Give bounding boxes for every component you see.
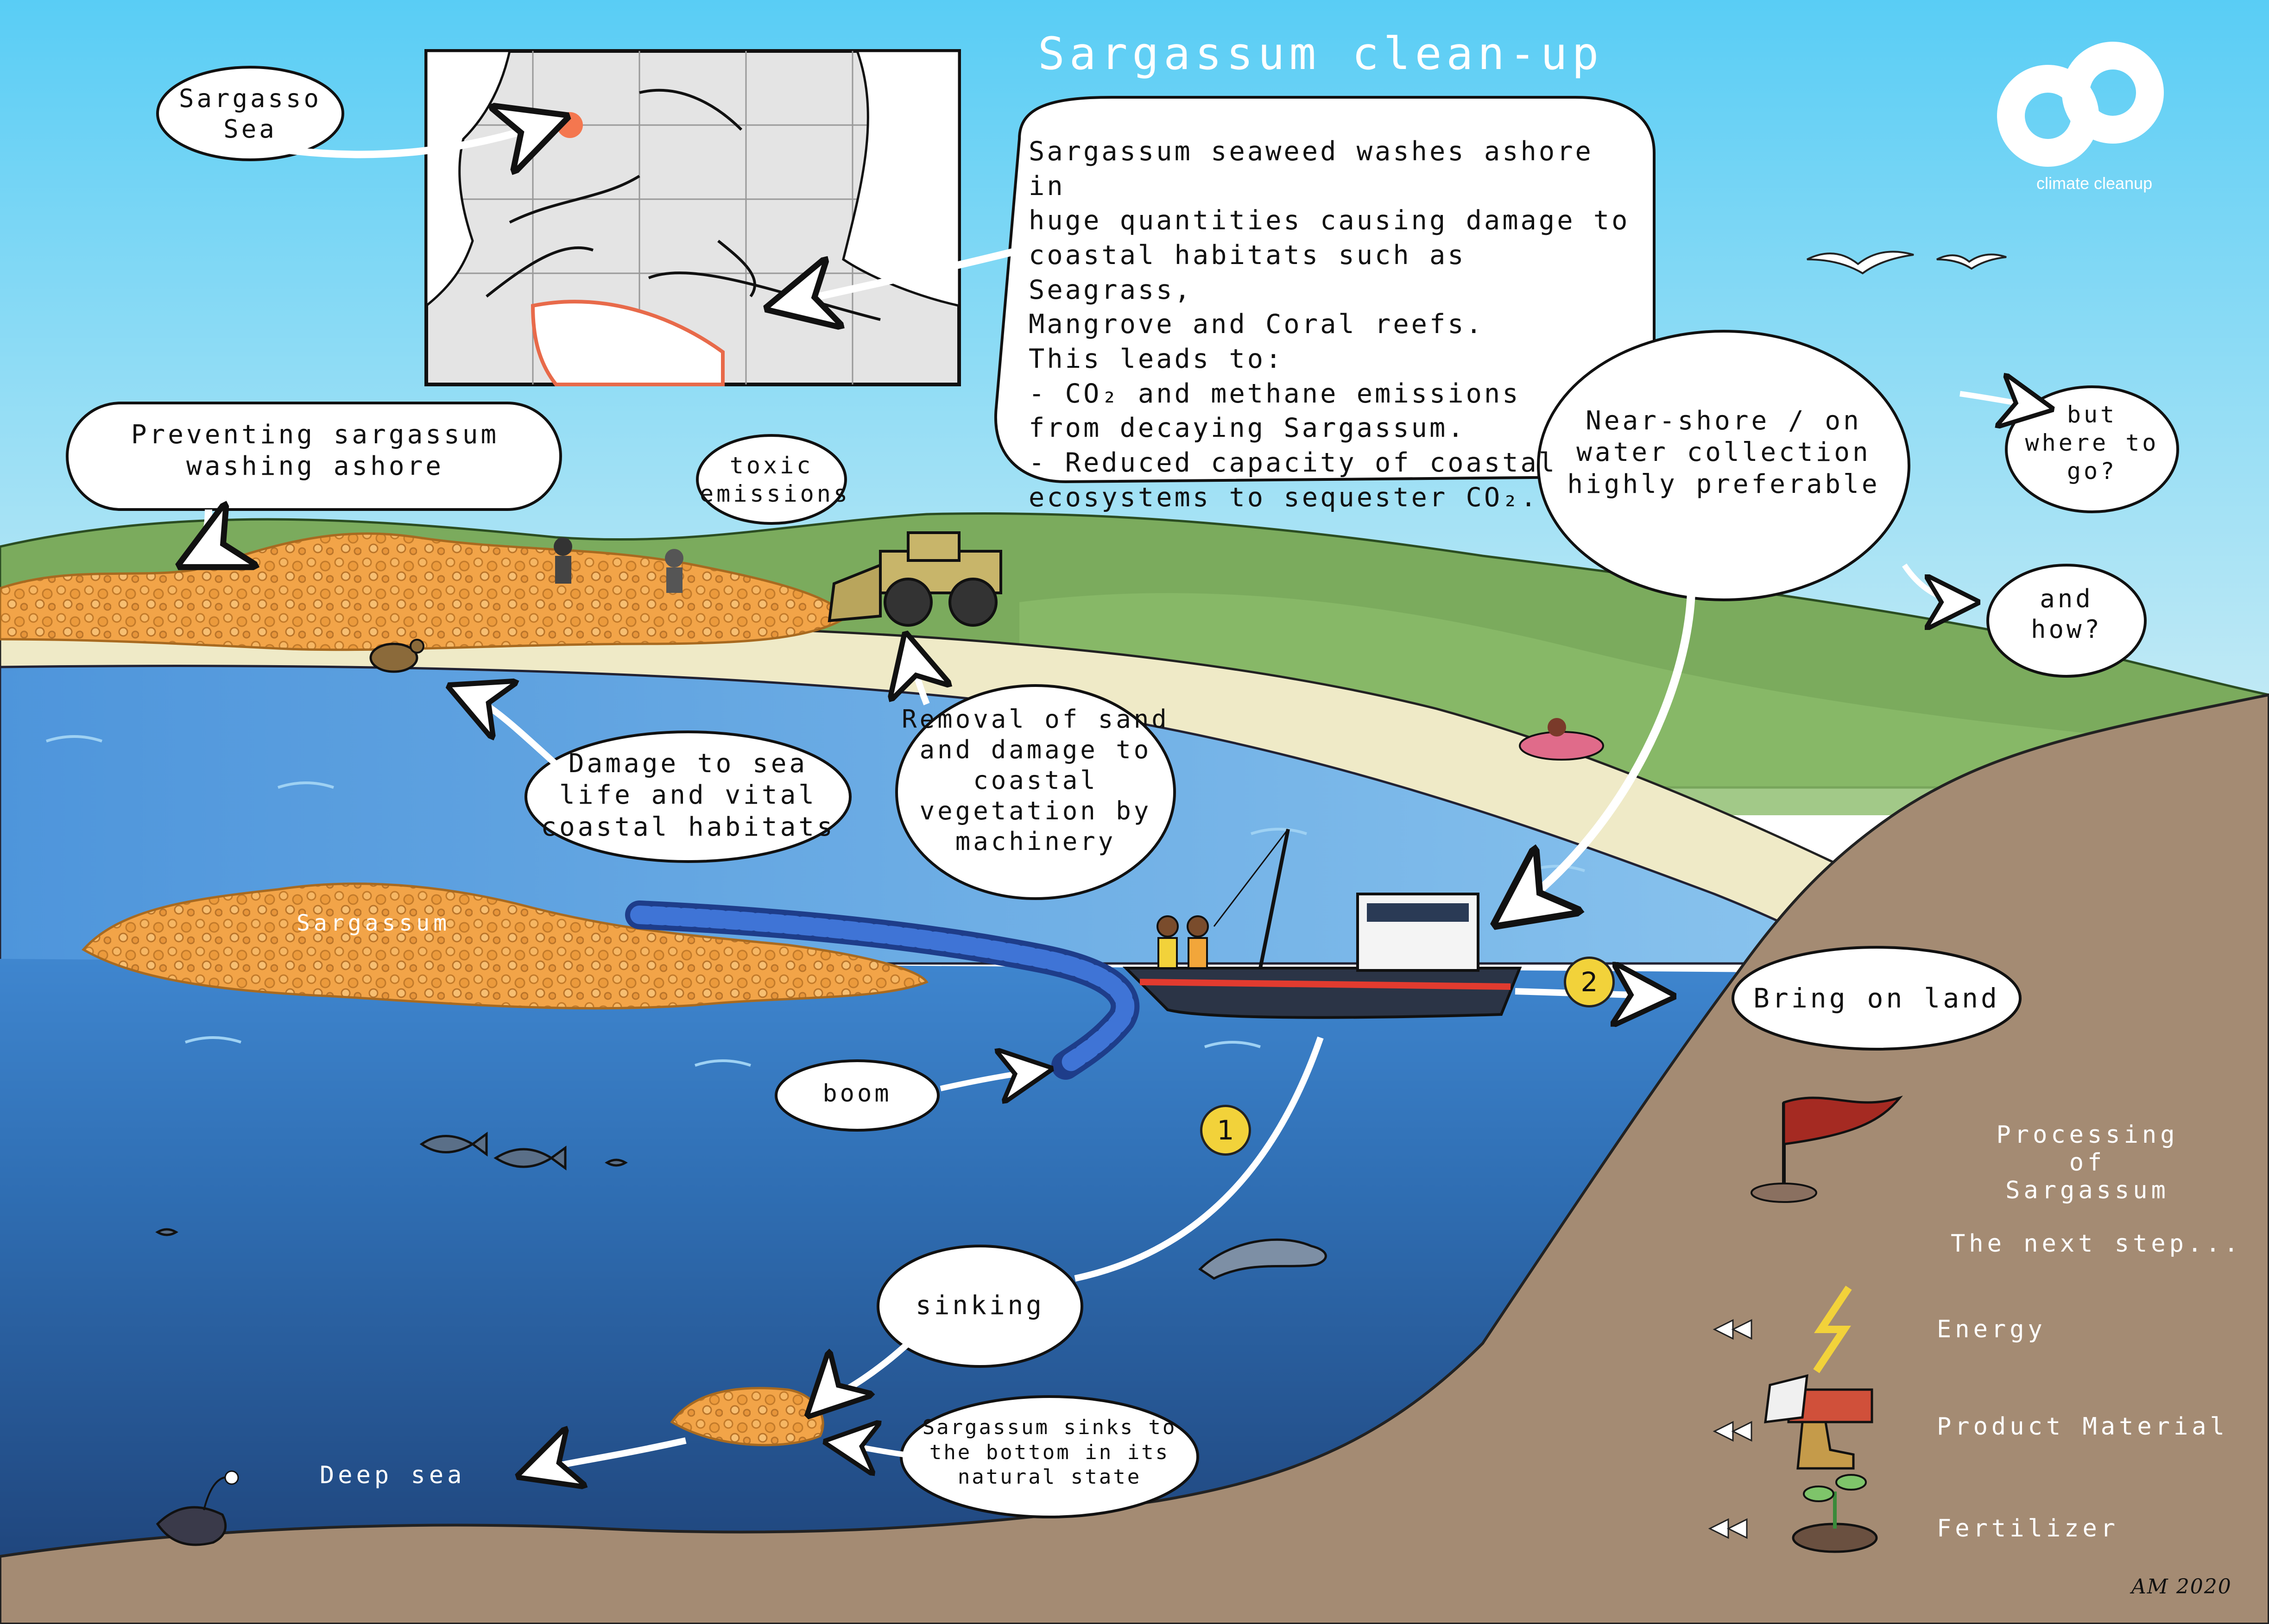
bulldozer-icon	[828, 531, 1002, 627]
dolphin-icon	[1198, 1238, 1327, 1280]
step-two-badge: 2	[1564, 957, 1615, 1007]
damage-sea-life-text: Damage to sea life and vital coastal hab…	[541, 749, 835, 842]
deep-sea-label: Deep sea	[320, 1461, 466, 1489]
anglerfish-icon	[156, 1470, 239, 1546]
processing-arrows	[1708, 1319, 1752, 1539]
removal-sand-text: Removal of sand and damage to coastal ve…	[902, 705, 1169, 856]
boat-icon	[1122, 829, 1522, 1019]
bubble-boom	[775, 1059, 940, 1132]
bubble-damage-sea-life	[525, 730, 852, 863]
paper-icon	[1764, 1374, 1808, 1423]
description-text: Sargassum seaweed washes ashore in huge …	[1029, 136, 1630, 513]
bubble-removal-sand	[895, 684, 1176, 900]
bubble-preventing	[66, 402, 562, 511]
toxic-emissions-text: toxic emissions	[700, 452, 850, 507]
speech-bubbles	[66, 66, 2179, 1518]
lightning-icon	[1813, 1285, 1852, 1373]
page-title: Sargassum clean-up	[1038, 28, 1604, 80]
climate-cleanup-logo	[1997, 42, 2164, 167]
person-icon	[1157, 915, 1209, 969]
sprout-icon	[1792, 1474, 1878, 1553]
boom-text: boom	[822, 1080, 892, 1108]
turtle-icon	[369, 639, 424, 673]
bring-on-land-text: Bring on land	[1753, 982, 2000, 1014]
boom	[625, 900, 1140, 1080]
sargassum-label: Sargassum	[297, 910, 451, 936]
arrows	[190, 120, 2043, 1473]
bird-icon	[1807, 251, 2007, 275]
fish-icon	[155, 1132, 628, 1236]
product-material-label: Product Material	[1937, 1413, 2228, 1441]
sinks-bottom-text: Sargassum sinks to the bottom in its nat…	[922, 1416, 1177, 1489]
boot-icon	[1796, 1421, 1855, 1470]
next-step-label: The next step...	[1951, 1230, 2242, 1258]
energy-label: Energy	[1937, 1316, 2046, 1343]
signature: AM 2020	[2131, 1575, 2232, 1599]
step-one-badge: 1	[1200, 1105, 1251, 1156]
processing-label: Processing of Sargassum	[1996, 1121, 2179, 1204]
ocean-currents-map	[424, 49, 961, 386]
person-icon	[554, 537, 683, 593]
fertilizer-label: Fertilizer	[1937, 1515, 2119, 1542]
bubble-sinking	[877, 1245, 1083, 1368]
preventing-text: Preventing sargassum washing ashore	[131, 420, 499, 482]
and-how-text: and how?	[2030, 584, 2103, 644]
logo-text: climate cleanup	[2036, 174, 2153, 193]
but-where-text: but where to go?	[2025, 401, 2159, 485]
bubble-toxic	[696, 434, 847, 525]
bubble-and-how	[1986, 564, 2147, 678]
bubble-near-shore	[1537, 330, 1910, 601]
flag-icon	[1751, 1095, 1903, 1203]
sinking-text: sinking	[915, 1290, 1044, 1321]
seabed	[0, 693, 2269, 1624]
person-icon	[1519, 718, 1604, 761]
bubble-bring-on-land	[1732, 946, 2022, 1051]
sargasso-sea-text: Sargasso Sea	[178, 84, 322, 144]
near-shore-text: Near-shore / on water collection highly …	[1567, 406, 1880, 499]
bubble-sargasso-sea	[156, 66, 344, 161]
floating-sargassum	[82, 882, 929, 1010]
